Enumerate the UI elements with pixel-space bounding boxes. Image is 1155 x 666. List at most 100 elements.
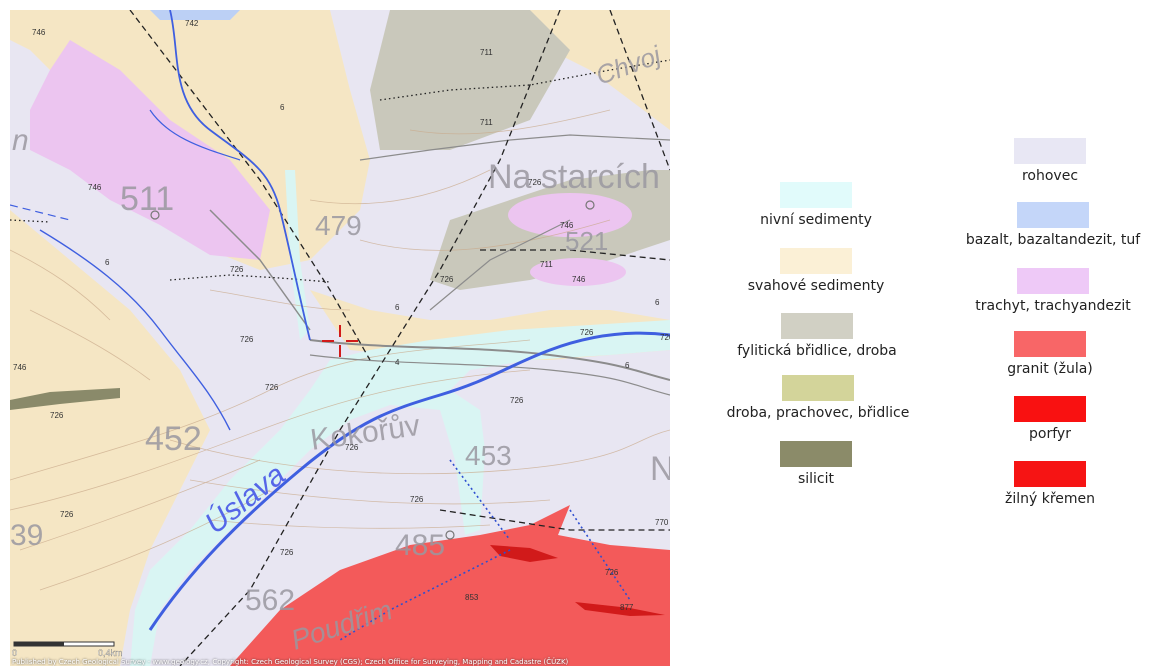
legend-swatch <box>782 375 854 401</box>
legend-swatch <box>1014 331 1086 357</box>
svg-text:746: 746 <box>13 363 27 372</box>
svg-text:4: 4 <box>395 358 400 367</box>
elevation-label: 521 <box>565 226 608 256</box>
legend-item-nivni: nivní sedimenty <box>736 182 896 228</box>
legend-label: trachyt, trachyandezit <box>975 298 1131 314</box>
fylit-area-north <box>370 10 570 150</box>
map-attribution: Published by Czech Geological Survey - w… <box>12 658 569 666</box>
location-crosshair-icon[interactable] <box>322 325 358 357</box>
svg-text:853: 853 <box>465 593 479 602</box>
svg-text:746: 746 <box>32 28 46 37</box>
legend-item-bazalt: bazalt, bazaltandezit, tuf <box>948 202 1155 248</box>
legend-swatch <box>780 248 852 274</box>
svg-text:726: 726 <box>240 335 254 344</box>
trachyt-area-east-a <box>508 193 632 237</box>
trachyt-area-west <box>30 40 270 260</box>
legend-label: granit (žula) <box>1007 361 1093 377</box>
elevation-label: 453 <box>465 440 512 471</box>
legend-item-svahove: svahové sedimenty <box>736 248 896 294</box>
nivni-tributary <box>285 170 310 340</box>
nivni-area <box>130 320 670 666</box>
svg-text:711: 711 <box>540 260 553 269</box>
svg-text:726: 726 <box>528 178 542 187</box>
elevation-markers <box>150 200 595 540</box>
trachyt-area-east-b <box>530 258 626 286</box>
svg-text:726: 726 <box>230 265 244 274</box>
legend-label: droba, prachovec, břidlice <box>726 405 910 421</box>
map-canvas[interactable]: 511 479 452 453 485 562 521 39 Na starcí… <box>10 10 670 666</box>
elevation-label: 452 <box>145 420 202 458</box>
geological-map[interactable]: 511 479 452 453 485 562 521 39 Na starcí… <box>10 10 670 666</box>
svg-text:726: 726 <box>605 568 619 577</box>
svg-text:742: 742 <box>185 19 199 28</box>
roads <box>209 134 670 396</box>
svg-text:726: 726 <box>510 396 524 405</box>
svg-text:711: 711 <box>480 48 493 57</box>
svg-text:711: 711 <box>480 118 493 127</box>
elevation-label: 479 <box>315 210 362 241</box>
dotted-boundaries <box>10 59 670 283</box>
place-label-na-starcich: Na starcích <box>488 158 660 196</box>
svg-text:6: 6 <box>395 303 400 312</box>
scale-bar-end: 0,4km <box>98 648 123 658</box>
legend-swatch <box>780 182 852 208</box>
elevation-label: 39 <box>10 519 43 552</box>
legend-swatch <box>780 441 852 467</box>
legend-swatch <box>781 313 853 339</box>
legend-item-droba: droba, prachovec, břidlice <box>708 375 928 421</box>
legend-swatch <box>1014 138 1086 164</box>
legend-label: porfyr <box>1029 426 1071 442</box>
svg-text:726: 726 <box>280 548 294 557</box>
svg-text:726: 726 <box>265 383 279 392</box>
legend-swatch <box>1014 396 1086 422</box>
svg-text:746: 746 <box>572 275 586 284</box>
elevation-label: 511 <box>120 180 174 218</box>
bazalt-area <box>150 10 240 20</box>
svg-text:6: 6 <box>105 258 110 267</box>
svg-text:726: 726 <box>580 328 594 337</box>
legend-item-silicit: silicit <box>776 441 856 487</box>
legend-label: žilný křemen <box>1004 491 1096 507</box>
silicit-area <box>10 388 120 410</box>
svg-text:726: 726 <box>660 333 670 342</box>
legend-label: silicit <box>797 471 835 487</box>
scale-bar-start: 0 <box>12 648 17 658</box>
legend-swatch <box>1014 461 1086 487</box>
contour-lines <box>10 109 670 591</box>
legend-swatch <box>1017 268 1089 294</box>
legend-item-fylit: fylitická břidlice, droba <box>712 313 922 359</box>
legend-item-granit: granit (žula) <box>995 331 1105 377</box>
porfyr-dike-b <box>575 602 665 616</box>
svg-text:770: 770 <box>655 518 669 527</box>
svg-text:6: 6 <box>280 103 285 112</box>
svg-text:6: 6 <box>655 298 660 307</box>
legend-item-rohovec: rohovec <box>995 138 1105 184</box>
svg-text:726: 726 <box>440 275 454 284</box>
legend-item-trachyt: trachyt, trachyandezit <box>958 268 1148 314</box>
svg-text:877: 877 <box>620 603 634 612</box>
svg-text:726: 726 <box>60 510 74 519</box>
unit-codes: 746 742 711 711 6 746 6 726 726 726 726 … <box>13 19 670 612</box>
svg-text:726: 726 <box>345 443 359 452</box>
place-label-fragment: n <box>12 124 29 157</box>
granit-area <box>230 505 670 666</box>
legend-label: rohovec <box>1021 168 1079 184</box>
svg-text:746: 746 <box>560 221 574 230</box>
legend-label: bazalt, bazaltandezit, tuf <box>965 232 1141 248</box>
faults <box>129 10 670 666</box>
legend-item-porfyr: porfyr <box>995 396 1105 442</box>
blue-dotted-lines <box>339 459 631 641</box>
legend-label: nivní sedimenty <box>760 212 872 228</box>
legend-label: fylitická břidlice, droba <box>737 343 897 359</box>
legend-label: svahové sedimenty <box>747 278 885 294</box>
elevation-label: 485 <box>395 529 445 562</box>
svg-text:726: 726 <box>410 495 424 504</box>
rivers <box>10 10 670 631</box>
place-label-fragment: N <box>650 450 670 488</box>
porfyr-dike-a <box>490 545 558 562</box>
svg-text:726: 726 <box>50 411 64 420</box>
svg-text:6: 6 <box>625 361 630 370</box>
svg-text:746: 746 <box>88 183 102 192</box>
svahove-area-west <box>10 210 210 666</box>
legend-item-zilny-kremen: žilný křemen <box>995 461 1105 507</box>
